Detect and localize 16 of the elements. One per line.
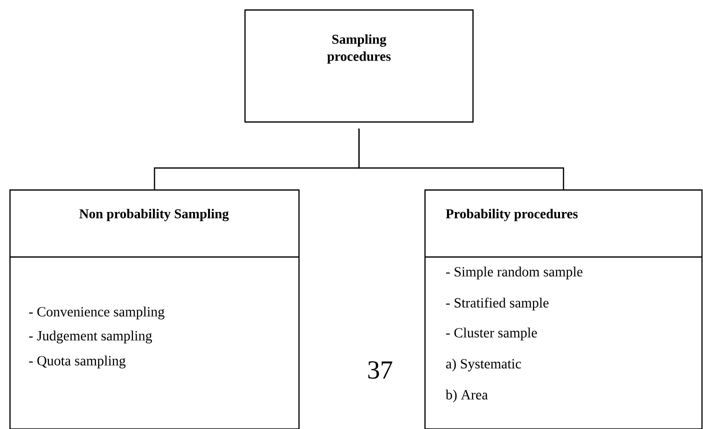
box-heading: Sampling procedures: [327, 34, 391, 64]
category-box: [9, 189, 300, 429]
list-item: - Quota sampling: [29, 356, 126, 368]
connector-line: [358, 128, 564, 190]
box-heading: Non probability Sampling: [79, 208, 229, 222]
list-item: b) Area: [446, 390, 488, 402]
page-number: 37: [368, 361, 392, 379]
category-box: [244, 9, 474, 123]
list-item: - Judgement sampling: [29, 330, 152, 344]
list-item: - Convenience sampling: [29, 306, 164, 320]
list-item: - Stratified sample: [446, 298, 549, 310]
list-item: a) Systematic: [446, 358, 521, 372]
list-item: - Cluster sample: [446, 328, 537, 340]
box-heading: Probability procedures: [446, 208, 578, 222]
category-box: [424, 189, 703, 429]
list-item: - Simple random sample: [446, 266, 582, 280]
